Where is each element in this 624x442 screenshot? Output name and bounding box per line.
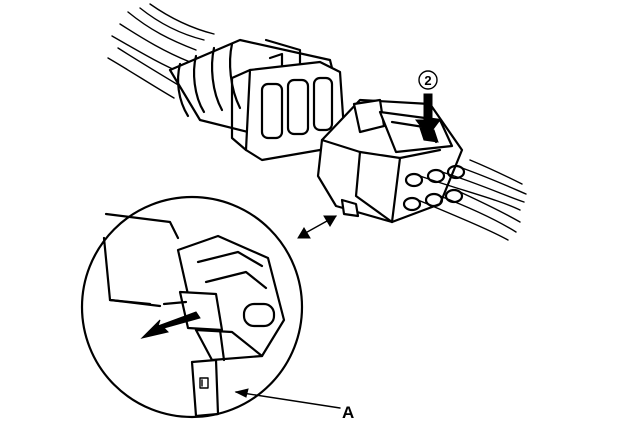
push-down-arrow-icon (415, 93, 441, 137)
release-direction-arrow-icon (140, 311, 201, 339)
detail-view (80, 195, 337, 419)
locking-tab (178, 290, 224, 332)
step-number-circle (418, 70, 438, 90)
step-callout: 2 (415, 70, 441, 137)
part-leader-line (235, 391, 341, 409)
male-connector (168, 38, 346, 162)
right-connector-wires (417, 159, 527, 241)
part-leader-arrowhead-icon (234, 388, 249, 398)
detail-leader-arrowhead-icon (323, 215, 337, 227)
part-label: A (342, 403, 354, 422)
detail-leader-tail-arrowhead-icon (297, 227, 311, 239)
left-connector-wires (107, 3, 215, 99)
step-number-label: 2 (424, 73, 431, 88)
detail-circle (80, 195, 304, 419)
part-callout: A (234, 388, 354, 422)
